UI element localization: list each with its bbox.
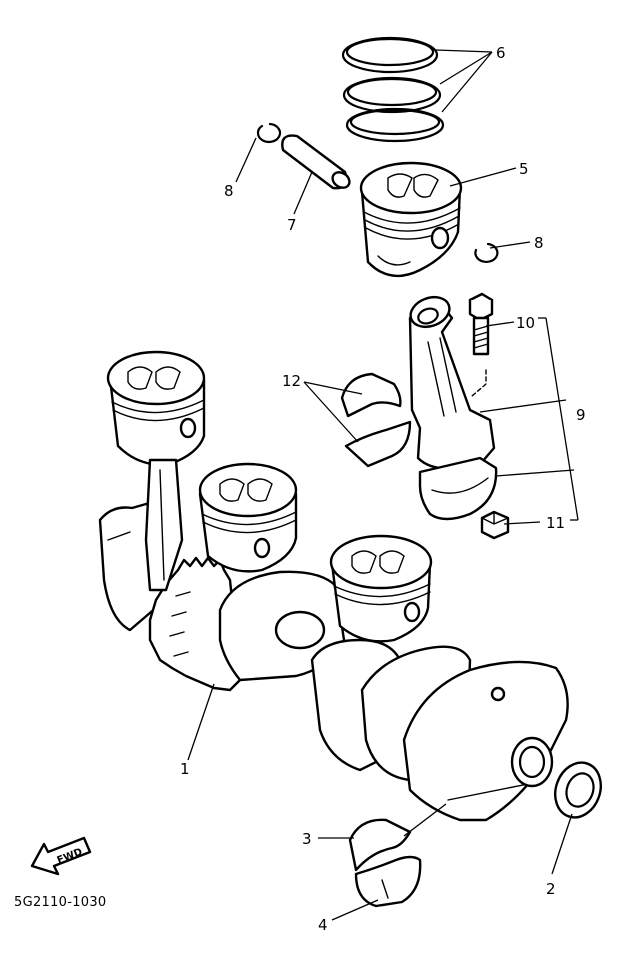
callout-3: 3 xyxy=(302,830,312,848)
callout-1: 1 xyxy=(180,760,190,778)
callout-9: 9 xyxy=(576,406,586,424)
crankshaft-assembly xyxy=(98,350,569,822)
leader-lines xyxy=(187,49,579,921)
oil-seal xyxy=(554,761,602,819)
fwd-arrow: FWD xyxy=(30,836,92,876)
diagram-code: 5G2110-1030 xyxy=(14,895,107,910)
main-bearing-upper xyxy=(348,818,412,872)
callout-11: 11 xyxy=(546,514,565,532)
piston xyxy=(359,161,463,278)
piston-pin xyxy=(281,134,351,190)
callout-2: 2 xyxy=(546,880,556,898)
callout-7: 7 xyxy=(287,216,297,234)
callout-8-lower: 8 xyxy=(534,234,544,252)
callout-5: 5 xyxy=(519,160,529,178)
callout-10: 10 xyxy=(516,314,535,332)
callout-labels: 6 5 8 7 8 10 12 9 11 1 3 2 4 xyxy=(180,44,586,934)
callout-4: 4 xyxy=(318,916,328,934)
main-bearing-lower xyxy=(354,855,422,908)
callout-8-upper: 8 xyxy=(224,182,234,200)
con-rod-bolt xyxy=(468,292,494,397)
callout-12: 12 xyxy=(282,372,301,390)
bearings-upper xyxy=(340,372,412,468)
connecting-rod xyxy=(408,295,498,521)
circlip-lower xyxy=(474,242,499,263)
con-rod-nut xyxy=(480,510,510,540)
circlip-upper xyxy=(256,122,282,144)
callout-6: 6 xyxy=(496,44,506,62)
piston-rings xyxy=(341,36,445,143)
